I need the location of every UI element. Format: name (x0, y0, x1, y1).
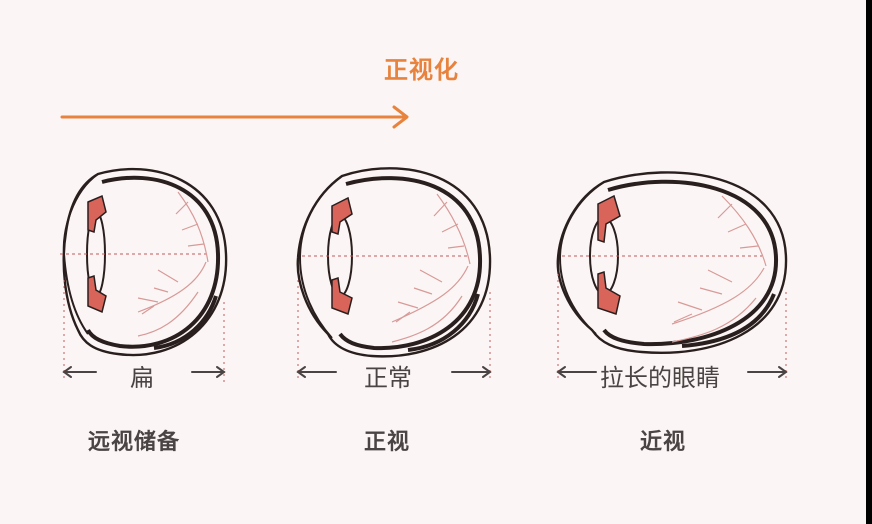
progression-arrow (60, 105, 409, 129)
stage-label-hyperopia-reserve: 远视储备 (88, 430, 181, 455)
width-arrow-normal (296, 366, 492, 378)
measure-label-elongated: 拉长的眼睛 (600, 364, 720, 392)
emmetropization-title: 正视化 (384, 56, 459, 84)
stage-label-emmetropia: 正视 (364, 430, 411, 455)
eye-diagram-normal (296, 167, 492, 382)
width-arrow-flat (62, 366, 226, 378)
stage-label-myopia: 近视 (640, 430, 687, 455)
measure-label-normal: 正常 (364, 364, 412, 392)
eye-diagram-elongated (556, 171, 788, 382)
width-arrow-elongated (556, 366, 788, 378)
measure-label-flat: 扁 (130, 364, 154, 392)
eye-diagram-flat (60, 167, 228, 382)
